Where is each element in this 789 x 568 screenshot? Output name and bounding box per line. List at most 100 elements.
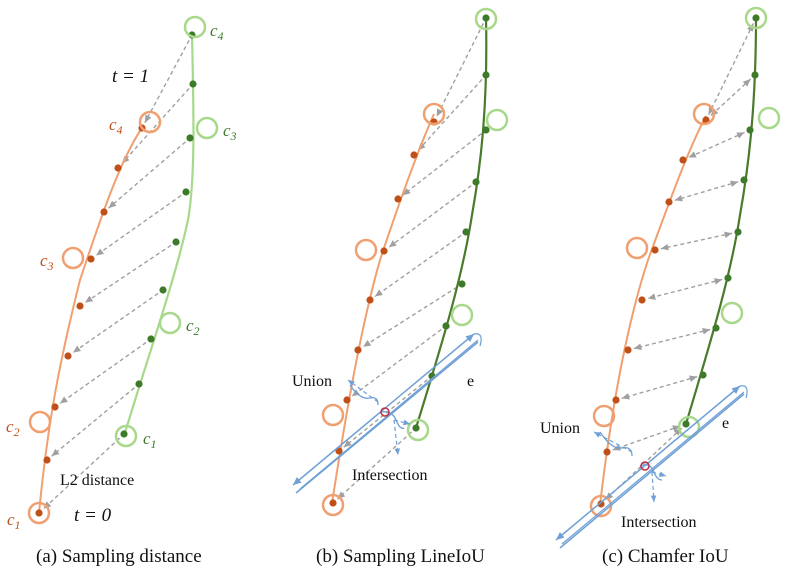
label-orange-c2: c bbox=[6, 417, 14, 436]
distance-arrow bbox=[388, 185, 472, 248]
orange-sample-point bbox=[679, 156, 687, 164]
distance-arrow bbox=[436, 23, 484, 117]
green-sample-point bbox=[172, 238, 180, 246]
distance-arrow bbox=[709, 78, 752, 117]
panel-c: Union Intersection e (c) Chamfer IoU bbox=[540, 6, 781, 567]
orange-sample-points bbox=[329, 118, 438, 507]
green-sample-point bbox=[699, 371, 707, 379]
orange-control-point-c4 bbox=[138, 110, 162, 134]
orange-sample-point bbox=[638, 296, 646, 304]
label-orange-c1-sub: 1 bbox=[15, 518, 21, 532]
green-sample-point bbox=[159, 286, 167, 294]
orange-sample-point bbox=[410, 151, 418, 159]
orange-control-point bbox=[321, 493, 345, 517]
label-intersection: Intersection bbox=[621, 514, 697, 531]
distance-arrow bbox=[59, 341, 147, 405]
svg-text:c3: c3 bbox=[223, 121, 237, 143]
orange-control-point bbox=[592, 404, 616, 428]
green-sample-point bbox=[751, 71, 759, 79]
caption-panel-c: (c) Chamfer IoU bbox=[602, 546, 729, 567]
svg-text:c3: c3 bbox=[40, 251, 54, 273]
intersection-pointer-h bbox=[651, 471, 667, 477]
green-curve bbox=[684, 17, 758, 425]
orange-curve bbox=[331, 113, 435, 504]
distance-arrow bbox=[660, 231, 733, 251]
orange-sample-point bbox=[329, 499, 337, 507]
label-green-c4-sub: 4 bbox=[218, 29, 224, 43]
orange-curve bbox=[599, 115, 707, 506]
orange-sample-point bbox=[651, 246, 659, 254]
orange-curve bbox=[38, 127, 143, 514]
distance-arrow bbox=[688, 131, 745, 159]
orange-sample-point bbox=[366, 296, 374, 304]
intersection-pointer-h bbox=[393, 419, 411, 426]
orange-sample-point bbox=[100, 208, 108, 216]
green-control-point bbox=[474, 7, 498, 31]
distance-arrow bbox=[121, 88, 190, 164]
orange-control-point bbox=[354, 238, 378, 262]
green-control-point-c2 bbox=[158, 311, 182, 335]
svg-text:c1: c1 bbox=[7, 510, 21, 532]
green-control-point bbox=[744, 6, 768, 30]
green-control-point bbox=[720, 301, 744, 325]
orange-sample-point bbox=[76, 302, 84, 310]
green-control-point bbox=[450, 303, 474, 327]
label-t-top: t = 1 bbox=[112, 66, 149, 87]
caption-panel-a: (a) Sampling distance bbox=[36, 546, 202, 567]
green-sample-points bbox=[412, 14, 490, 432]
green-sample-point bbox=[458, 280, 466, 288]
orange-sample-point bbox=[64, 352, 72, 360]
orange-sample-point bbox=[603, 448, 611, 456]
green-sample-point bbox=[682, 420, 690, 428]
intersection-pointer bbox=[650, 471, 657, 503]
orange-sample-point bbox=[665, 198, 673, 206]
green-control-point bbox=[485, 108, 509, 132]
label-green-c4: c bbox=[210, 21, 218, 40]
orange-control-point bbox=[692, 102, 716, 126]
label-union: Union bbox=[540, 420, 580, 437]
green-sample-point bbox=[462, 228, 470, 236]
orange-sample-point bbox=[35, 509, 43, 517]
orange-sample-point bbox=[380, 247, 388, 255]
orange-sample-point bbox=[612, 396, 620, 404]
green-control-point-c4 bbox=[183, 15, 207, 39]
intersection-marker bbox=[380, 407, 390, 417]
green-curve bbox=[122, 34, 195, 437]
distance-arrow bbox=[84, 244, 172, 304]
green-curve bbox=[414, 17, 488, 429]
green-sample-points bbox=[682, 14, 760, 428]
orange-control-point-c2 bbox=[28, 410, 52, 434]
orange-control-point bbox=[625, 236, 649, 260]
label-union: Union bbox=[292, 373, 332, 390]
intersection-pointer bbox=[393, 419, 401, 456]
distance-arrows bbox=[42, 39, 190, 510]
distance-arrow bbox=[674, 180, 739, 202]
label-e: e bbox=[467, 373, 474, 390]
caption-panel-b: (b) Sampling LineIoU bbox=[316, 546, 485, 567]
green-sample-point bbox=[752, 14, 760, 22]
green-control-point bbox=[757, 106, 781, 130]
label-orange-c2-sub: 2 bbox=[14, 425, 20, 439]
label-green-c3: c bbox=[223, 121, 231, 140]
orange-control-point bbox=[422, 102, 446, 126]
distance-arrow bbox=[336, 431, 413, 500]
orange-sample-point bbox=[702, 116, 710, 124]
green-sample-point bbox=[482, 71, 490, 79]
orange-control-point-c3 bbox=[61, 246, 85, 270]
orange-sample-point bbox=[114, 164, 122, 172]
green-sample-point bbox=[189, 80, 197, 88]
orange-sample-point bbox=[343, 396, 351, 404]
green-sample-point bbox=[724, 274, 732, 282]
orange-control-point bbox=[321, 403, 345, 427]
green-control-point-c3 bbox=[195, 116, 219, 140]
label-green-c2-sub: 2 bbox=[194, 324, 200, 338]
panel-a: c1 c2 c3 c4 c1 c2 c3 c4 t = 1 t = 0 L2 d… bbox=[6, 15, 237, 567]
orange-control-point-c1 bbox=[27, 501, 51, 525]
label-orange-c3: c bbox=[40, 251, 48, 270]
green-sample-point bbox=[135, 380, 143, 388]
label-orange-c1: c bbox=[7, 510, 15, 529]
green-sample-point bbox=[120, 430, 128, 438]
green-control-point-c1 bbox=[114, 424, 138, 448]
green-sample-point bbox=[712, 324, 720, 332]
